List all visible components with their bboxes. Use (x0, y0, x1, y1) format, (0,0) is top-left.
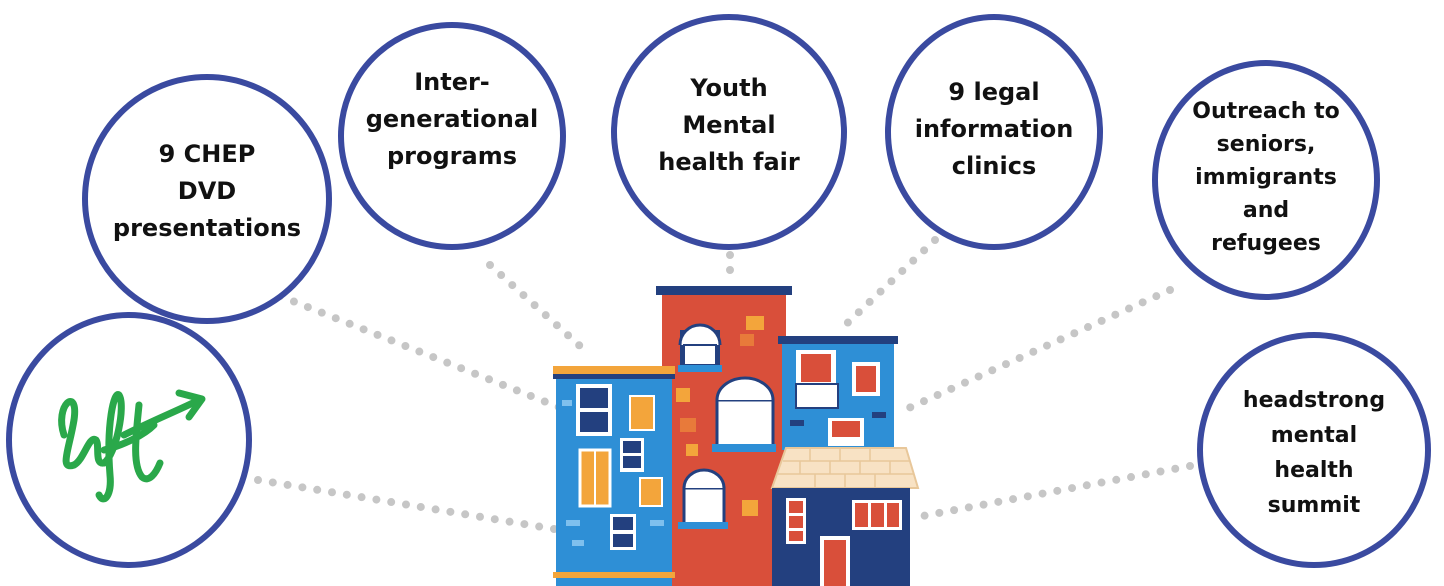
bubble-headstrong: headstrong mental health summit (1197, 332, 1431, 568)
bubble-outreach-label: Outreach to seniors, immigrants and refu… (1192, 98, 1340, 256)
lift-logo-icon (58, 389, 206, 503)
bubble-outreach: Outreach to seniors, immigrants and refu… (1152, 60, 1380, 300)
bubble-youth: Youth Mental health fair (611, 14, 847, 250)
bubble-legal: 9 legal information clinics (885, 14, 1103, 250)
bubble-intergenerational-label: Inter- generational programs (365, 67, 539, 170)
connector-intergenerational (486, 261, 594, 359)
bubble-headstrong-label: headstrong mental health summit (1242, 388, 1386, 518)
connector-outreach (896, 286, 1174, 416)
connector-chep (276, 292, 570, 414)
connector-lift (254, 476, 564, 534)
bubble-youth-label: Youth Mental health fair (658, 73, 800, 176)
bubble-lift-logo (6, 312, 252, 568)
bubble-intergenerational: Inter- generational programs (338, 22, 566, 250)
connector-headstrong (908, 462, 1194, 522)
bubble-chep-label: 9 CHEP DVD presentations (112, 139, 302, 242)
connector-lines (254, 236, 1194, 534)
buildings-illustration (553, 286, 920, 586)
bubble-legal-label: 9 legal information clinics (914, 77, 1074, 180)
bubble-chep: 9 CHEP DVD presentations (82, 74, 332, 324)
connector-legal (836, 236, 939, 334)
